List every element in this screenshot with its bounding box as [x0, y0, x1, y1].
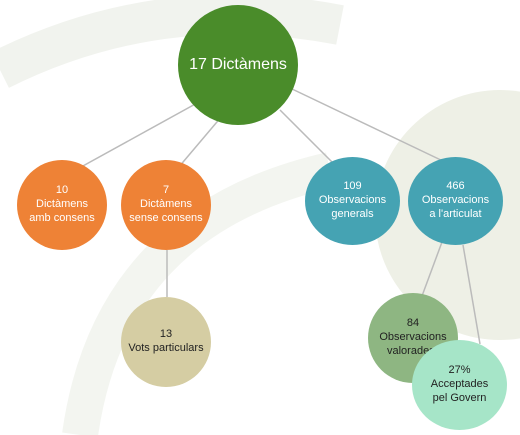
node-label-line: Observacions	[421, 194, 490, 207]
node-count: 13	[159, 328, 173, 341]
connector-root-amb-consens	[71, 96, 209, 173]
node-count: 10	[55, 184, 69, 197]
connector-root-generals	[279, 109, 336, 166]
connector-root-articulat	[289, 87, 446, 163]
background-arc-bottom	[62, 152, 334, 435]
node-dictamens-sense-consens: 7 Dictàmens sense consens	[121, 160, 211, 250]
node-acceptades-pel-govern: 27% Acceptades pel Govern	[412, 340, 507, 430]
connector-root-sense-consens	[177, 115, 223, 169]
node-count: 109	[343, 180, 362, 193]
node-count: 27%	[448, 364, 471, 377]
node-17-dictamens: 17 Dictàmens	[178, 5, 298, 125]
node-label-line: amb consens	[29, 211, 95, 224]
node-label-line: generals	[331, 207, 374, 220]
node-label-line: a l'articulat	[429, 207, 482, 220]
node-observacions-articulat: 466 Observacions a l'articulat	[408, 157, 503, 245]
background-arc-top	[0, 0, 344, 88]
node-observacions-generals: 109 Observacions generals	[305, 157, 400, 245]
node-label-line: Acceptades	[430, 378, 489, 391]
node-label-line: pel Govern	[432, 391, 487, 404]
node-count: 84	[406, 317, 420, 330]
node-label-line: Observacions	[318, 194, 387, 207]
node-label-line: sense consens	[129, 211, 203, 224]
node-vots-particulars: 13 Vots particulars	[121, 297, 211, 387]
node-label-line: Dictàmens	[140, 198, 192, 211]
node-label: 17 Dictàmens	[189, 56, 287, 73]
connector-articulat-valorades	[421, 241, 443, 297]
node-dictamens-amb-consens: 10 Dictàmens amb consens	[17, 160, 107, 250]
node-label-line: Observacions	[379, 331, 447, 344]
node-count: 466	[446, 180, 465, 193]
node-label-line: Vots particulars	[128, 342, 204, 354]
node-count: 7	[162, 184, 170, 197]
node-label-line: Dictàmens	[36, 198, 88, 211]
connector-articulat-acceptades	[462, 244, 481, 345]
